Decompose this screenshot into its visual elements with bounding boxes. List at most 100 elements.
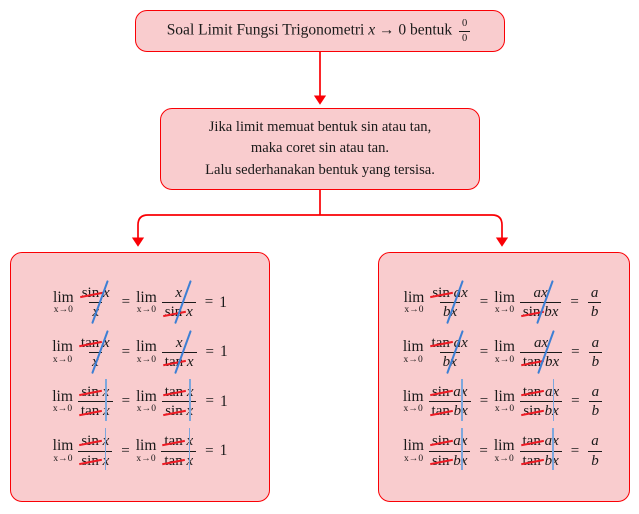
equals-sign-mid: =: [479, 393, 489, 410]
equals-sign-end: =: [571, 343, 580, 360]
title-fraction-numerator: 0: [462, 18, 468, 30]
equals-sign-end: =: [205, 343, 215, 360]
variable-lhs-1-numerator: ax: [453, 334, 468, 351]
variable-rhs-3-numerator: ax: [544, 433, 559, 450]
strikethrough-tan-lhs-2-denominator: tan: [431, 403, 450, 420]
rule-line-3: Lalu sederhanakan bentuk yang tersisa.: [205, 161, 435, 178]
limit-subscript-lhs-2: x→0: [52, 404, 73, 415]
limit-subscript-rhs-3: x→0: [494, 453, 514, 464]
limit-subscript-lhs-2: x→0: [403, 404, 423, 415]
title-fraction-denominator: 0: [459, 30, 471, 44]
equals-sign-mid: =: [121, 294, 131, 311]
limit-op-text-rhs-2: lim: [136, 387, 157, 405]
equals-sign-mid: =: [479, 294, 489, 311]
variable-rhs-0-denominator: bx: [544, 304, 559, 321]
strikethrough-tan-rhs-1-denominator: tan: [522, 353, 542, 370]
rule-box: Jika limit memuat bentuk sin atau tan, m…: [160, 108, 480, 190]
fraction-numerator-lhs-3: sin ax: [429, 433, 470, 450]
limit-op-text-rhs-1: lim: [136, 338, 157, 356]
variable-lhs-0-numerator: ax: [453, 285, 468, 302]
variable-lhs-1-denominator: bx: [442, 353, 457, 370]
result-value: 1: [220, 343, 228, 361]
equals-sign-end: =: [570, 442, 580, 459]
variable-rhs-1-denominator: bx: [545, 353, 560, 370]
result-denominator: b: [588, 401, 603, 419]
strikethrough-tan-rhs-3-denominator: tan: [164, 452, 183, 469]
result-numerator: a: [590, 285, 599, 302]
title-main: Soal Limit Fungsi Trigonometri: [166, 21, 365, 39]
variable-lhs-2-numerator: ax: [453, 384, 468, 400]
equals-sign-end: =: [570, 294, 579, 311]
strikethrough-tan-rhs-3-numerator: tan: [164, 433, 183, 450]
variable-lhs-3-denominator: bx: [453, 452, 468, 469]
fraction-numerator-lhs-1: tan x: [78, 335, 113, 352]
fraction-denominator-lhs-0: x: [89, 302, 103, 321]
strikethrough-sin-lhs-2-numerator: sin: [81, 384, 99, 400]
limit-op-text-rhs-0: lim: [494, 288, 515, 306]
variable-rhs-2-numerator: ax: [545, 384, 560, 400]
fraction-numerator-rhs-3: tan ax: [520, 433, 562, 450]
result-value: 1: [219, 442, 228, 460]
fraction-numerator-rhs-1: x: [173, 335, 186, 352]
limit-op-text-rhs-3: lim: [135, 437, 157, 455]
limit-op-text-lhs-3: lim: [52, 437, 74, 455]
fraction-denominator-lhs-3: sin x: [78, 450, 113, 469]
variable-lhs-2-denominator: bx: [453, 403, 468, 420]
variable-lhs-0-denominator: bx: [442, 304, 458, 321]
rule-line-2: maka coret sin atau tan.: [250, 140, 390, 157]
fraction-denominator-lhs-2: tan x: [77, 401, 113, 419]
fraction-numerator-lhs-2: sin x: [78, 384, 112, 401]
variable-rhs-3-denominator: x: [186, 452, 194, 469]
strikethrough-sin-lhs-0-numerator: sin: [81, 285, 100, 302]
limit-op-text-lhs-1: lim: [52, 338, 73, 356]
limit-subscript-rhs-0: x→0: [136, 305, 157, 316]
result-denominator: b: [587, 302, 602, 320]
variable-lhs-1-denominator: x: [91, 353, 99, 370]
limit-op-text-lhs-0: lim: [53, 288, 74, 306]
variable-rhs-2-denominator: bx: [544, 403, 559, 420]
limit-op-text-lhs-2: lim: [52, 387, 73, 405]
equals-sign-end: =: [204, 294, 214, 311]
strikethrough-sin-rhs-2-denominator: sin: [523, 403, 541, 420]
limit-subscript-lhs-0: x→0: [53, 305, 74, 316]
title-bentuk: bentuk: [409, 21, 453, 39]
variable-lhs-0-denominator: x: [92, 304, 100, 321]
fraction-numerator-rhs-2: tan x: [162, 384, 197, 401]
equals-sign-mid: =: [121, 442, 130, 459]
equals-sign-end: =: [571, 393, 580, 410]
variable-rhs-0-numerator: x: [175, 285, 183, 302]
